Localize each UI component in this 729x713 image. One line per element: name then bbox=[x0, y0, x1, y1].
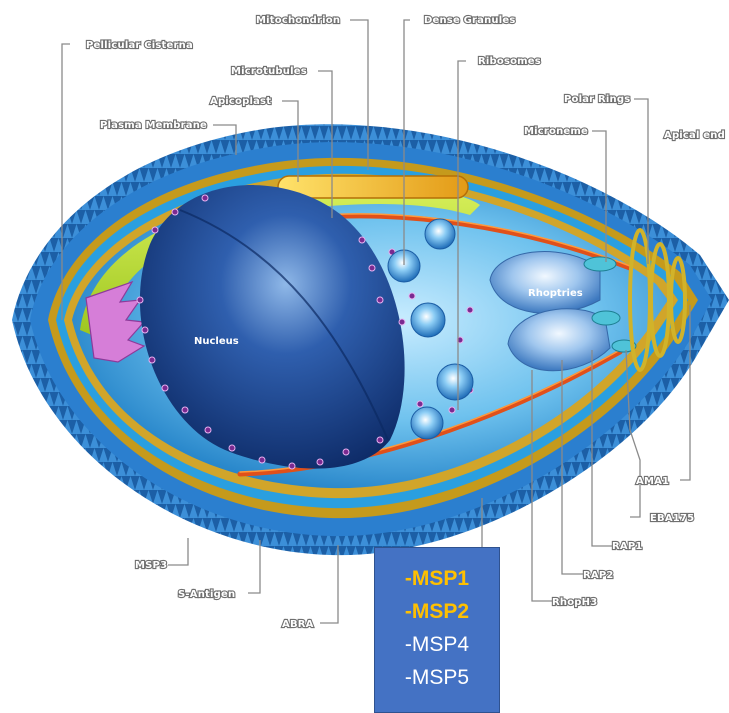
msp-item-1: -MSP1 bbox=[375, 562, 499, 595]
label-nucleus: Nucleus bbox=[194, 336, 239, 347]
mitochondrion bbox=[278, 176, 468, 198]
label-apicoplast: Apicoplast bbox=[210, 96, 271, 107]
label-apical-end: Apical end bbox=[664, 130, 725, 141]
label-polar-rings: Polar Rings bbox=[564, 94, 630, 105]
label-microtubules: Microtubules bbox=[231, 66, 307, 77]
label-pellicular-cisterna: Pellicular Cisterna bbox=[86, 40, 193, 51]
label-dense-granules: Dense Granules bbox=[424, 15, 516, 26]
msp-list-box: -MSP1 -MSP2 -MSP4 -MSP5 bbox=[374, 547, 500, 713]
label-mitochondrion: Mitochondrion bbox=[256, 15, 340, 26]
label-rhoph3: RhopH3 bbox=[552, 597, 597, 608]
label-rhoptries: Rhoptries bbox=[528, 288, 583, 299]
label-plasma-membrane: Plasma Membrane bbox=[100, 120, 207, 131]
label-ribosomes: Ribosomes bbox=[478, 56, 541, 67]
label-msp3: MSP3 bbox=[135, 560, 167, 571]
msp-item-2: -MSP2 bbox=[375, 595, 499, 628]
label-ama1: AMA1 bbox=[636, 476, 669, 487]
label-eba175: EBA175 bbox=[650, 513, 694, 524]
msp-item-3: -MSP4 bbox=[375, 628, 499, 661]
label-rap1: RAP1 bbox=[612, 541, 643, 552]
label-s-antigen: S-Antigen bbox=[178, 589, 235, 600]
msp-item-4: -MSP5 bbox=[375, 661, 499, 694]
label-rap2: RAP2 bbox=[583, 570, 614, 581]
label-abra: ABRA bbox=[282, 619, 314, 630]
label-microneme: Microneme bbox=[524, 126, 588, 137]
